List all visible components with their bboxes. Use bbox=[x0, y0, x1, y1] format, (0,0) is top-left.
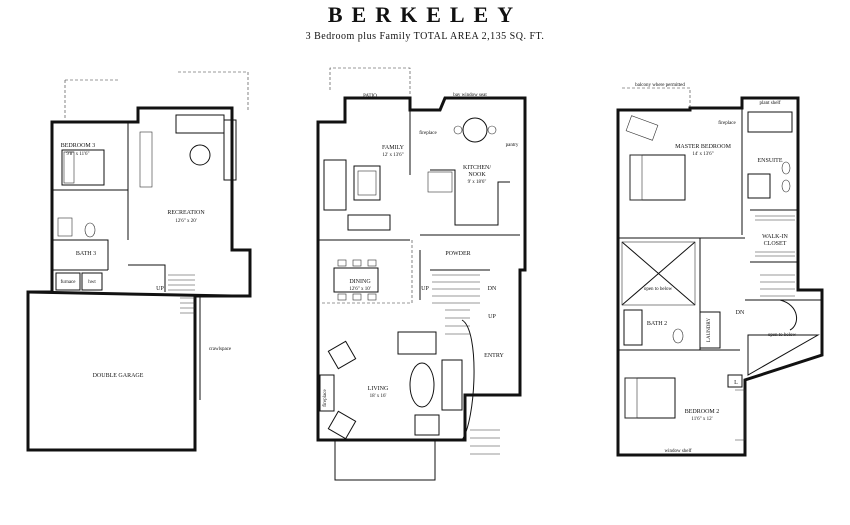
family-label: FAMILY bbox=[382, 145, 405, 151]
lower-up-label: UP bbox=[156, 286, 164, 292]
dining-label: DINING bbox=[349, 279, 371, 285]
upper-floor-plan: balcony where permitted plant shelf fire… bbox=[616, 83, 824, 457]
crawlspace-label: crawlspace bbox=[209, 347, 232, 352]
main-up2-label: UP bbox=[488, 314, 496, 320]
lower-floor-plan: BEDROOM 3 9'8" x 11'6" BATH 3 RECREATION… bbox=[26, 71, 252, 452]
plant-shelf-label: plant shelf bbox=[760, 101, 781, 106]
bedroom3-label: BEDROOM 3 bbox=[61, 143, 96, 149]
open-below-label-2: open to below bbox=[768, 333, 797, 338]
bedroom2-size: 11'6" x 12' bbox=[691, 417, 712, 422]
upper-fireplace-label: fireplace bbox=[718, 121, 736, 126]
laundry-label: LAUNDRY bbox=[707, 318, 712, 343]
main-dn-label: DN bbox=[488, 286, 497, 292]
master-bedroom-label: MASTER BEDROOM bbox=[675, 144, 732, 150]
recreation-size: 12'6" x 20' bbox=[175, 219, 196, 224]
master-bedroom-size: 14' x 13'6" bbox=[692, 152, 713, 157]
l-label: L bbox=[734, 380, 738, 386]
family-size: 12' x 13'6" bbox=[382, 153, 403, 158]
kitchen-label: KITCHEN/ bbox=[463, 165, 491, 171]
dining-size: 12'6" x 10' bbox=[349, 287, 370, 292]
ensuite-label: ENSUITE bbox=[758, 158, 783, 164]
powder-label: POWDER bbox=[445, 251, 470, 257]
furnace-label: furnace bbox=[61, 280, 77, 285]
window-shelf-label: window shelf bbox=[664, 449, 691, 454]
walkin-label-2: CLOSET bbox=[764, 241, 787, 247]
main-up-label: UP bbox=[421, 286, 429, 292]
pantry-label: pantry bbox=[506, 143, 519, 148]
family-fireplace-label: fireplace bbox=[419, 131, 437, 136]
living-label: LIVING bbox=[368, 386, 389, 392]
upper-dn-label: DN bbox=[736, 310, 745, 316]
hwt-label: hwt bbox=[88, 280, 96, 285]
bedroom2-label: BEDROOM 2 bbox=[685, 409, 720, 415]
walkin-label-1: WALK-IN bbox=[762, 234, 788, 240]
bedroom3-size: 9'8" x 11'6" bbox=[66, 152, 89, 157]
nook-label: NOOK bbox=[468, 172, 486, 178]
bay-window-label: bay window seat bbox=[453, 93, 487, 98]
garage-label: DOUBLE GARAGE bbox=[93, 373, 144, 379]
kitchen-size: 9' x 18'6" bbox=[468, 180, 487, 185]
recreation-label: RECREATION bbox=[167, 210, 205, 216]
living-size: 18' x 16' bbox=[370, 394, 387, 399]
bath2-label: BATH 2 bbox=[647, 321, 667, 327]
patio-label: PATIO bbox=[363, 94, 377, 99]
living-fireplace-label: fireplace bbox=[323, 388, 328, 406]
bath3-label: BATH 3 bbox=[76, 251, 96, 257]
open-below-label-1: open to below bbox=[644, 287, 673, 292]
balcony-label: balcony where permitted bbox=[635, 83, 685, 88]
entry-label: ENTRY bbox=[484, 353, 504, 359]
plan-title: BERKELEY bbox=[327, 2, 523, 27]
plan-subtitle: 3 Bedroom plus Family TOTAL AREA 2,135 S… bbox=[305, 31, 545, 42]
main-floor-plan: PATIO bay window seat fireplace FAMILY 1… bbox=[316, 67, 527, 481]
